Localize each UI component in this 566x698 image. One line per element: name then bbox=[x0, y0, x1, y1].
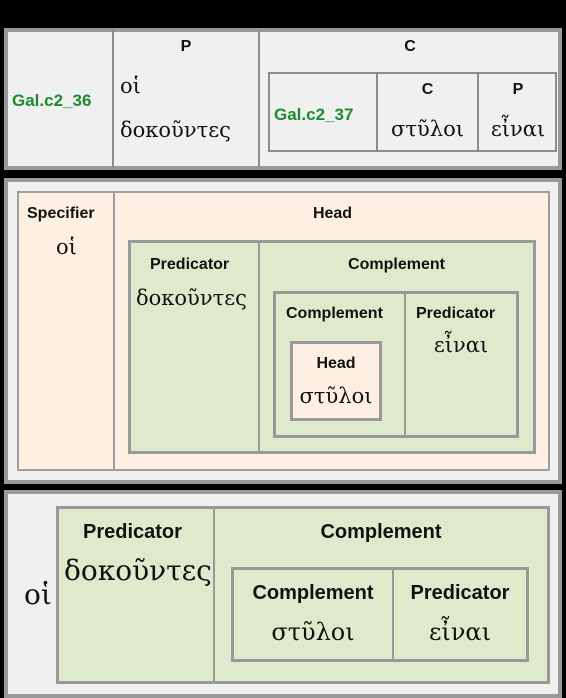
panel-2-specifier-text: οἱ bbox=[56, 235, 77, 259]
panel-2-head-box-text: στῦλοι bbox=[299, 384, 373, 408]
panel-3-inner-predicator-label: Predicator bbox=[410, 582, 510, 604]
panel-2-divider bbox=[113, 193, 115, 469]
panel-1-p-text-line2: δοκοῦντες bbox=[120, 118, 231, 142]
panel-1-inner-p-text: εἶναι bbox=[490, 117, 546, 141]
panel-3-lead-text: οἱ bbox=[24, 578, 52, 611]
panel-1-inner-c-text: στῦλοι bbox=[391, 117, 464, 141]
panel-3-complement-label: Complement bbox=[320, 521, 442, 543]
panel-3-green-divider bbox=[213, 509, 215, 681]
panel-1-id-outer: Gal.c2_36 bbox=[12, 91, 92, 110]
panel-2-inner-predicator-text: εἶναι bbox=[433, 333, 489, 357]
panel-3-inner-complement-text: στῦλοι bbox=[271, 618, 355, 646]
panel-2-head-box-label: Head bbox=[316, 355, 356, 372]
panel-1-inner-p-label: P bbox=[512, 81, 524, 98]
panel-1-p-label: P bbox=[180, 38, 192, 55]
panel-1-inner-divider-a bbox=[376, 72, 378, 152]
panel-1-divider-a bbox=[112, 30, 114, 168]
panel-2-head-box bbox=[290, 341, 382, 421]
panel-2-predicator-label: Predicator bbox=[150, 256, 230, 273]
panel-1-p-text-line1: οἱ bbox=[120, 74, 141, 98]
panel-3-inner-predicator-text: εἶναι bbox=[428, 618, 492, 646]
panel-1-divider-b bbox=[258, 30, 260, 168]
panel-3-inner-box bbox=[231, 567, 529, 662]
panel-2-predicator-text: δοκοῦντες bbox=[136, 286, 247, 310]
panel-2-inner-complement-label: Complement bbox=[286, 305, 383, 322]
panel-1-inner-divider-b bbox=[477, 72, 479, 152]
panel-2-specifier-label: Specifier bbox=[27, 205, 95, 222]
panel-3-inner-complement-label: Complement bbox=[252, 582, 374, 604]
panel-1-inner-c-label: C bbox=[421, 81, 434, 98]
panel-3-predicator-text: δοκοῦντες bbox=[64, 554, 212, 587]
panel-1-c-label: C bbox=[404, 38, 416, 55]
panel-2-inner-predicator-label: Predicator bbox=[416, 305, 496, 322]
panel-1-inner-table bbox=[268, 72, 557, 152]
panel-2-head-label: Head bbox=[312, 205, 353, 222]
panel-1-id-inner: Gal.c2_37 bbox=[274, 105, 354, 124]
panel-3-inner-divider bbox=[392, 570, 394, 659]
panel-2-inner-divider bbox=[404, 294, 406, 435]
panel-2-complement-label: Complement bbox=[348, 256, 445, 273]
panel-2-green-divider bbox=[258, 243, 260, 451]
panel-1-table bbox=[4, 28, 562, 170]
panel-3-predicator-label: Predicator bbox=[83, 521, 182, 543]
